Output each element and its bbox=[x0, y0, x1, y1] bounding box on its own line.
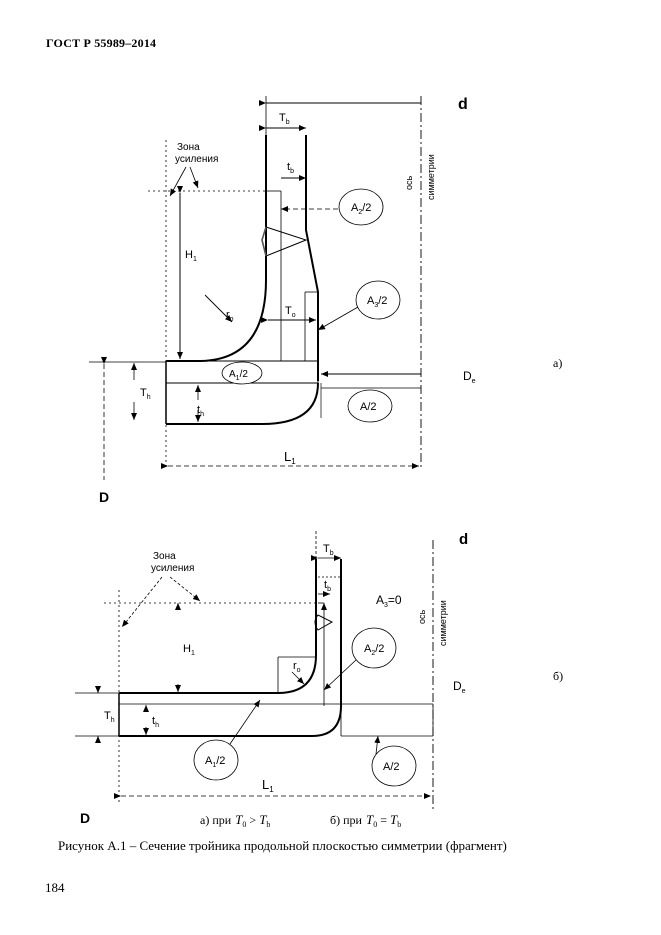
fig-a-Th-label: Th bbox=[140, 387, 151, 401]
fig-b-r0-label: ro bbox=[293, 660, 301, 674]
page-number: 184 bbox=[45, 880, 65, 895]
fig-b-A3-eq-label: A3=0 bbox=[376, 593, 402, 609]
fig-b-th-label: th bbox=[152, 715, 159, 729]
figure-a: d Tb Зона усиления tb ось симметрии bbox=[89, 96, 562, 505]
fig-a-th-label: th bbox=[197, 404, 204, 418]
fig-a-De-label: De bbox=[463, 369, 476, 385]
fig-a-A3-label: A3/2 bbox=[367, 295, 387, 309]
fig-b-Th-label: Th bbox=[104, 710, 115, 724]
fig-a-A-half-label: A/2 bbox=[360, 401, 377, 413]
fig-a-d-label: d bbox=[458, 96, 468, 113]
fig-a-H1-label: H1 bbox=[185, 249, 197, 263]
fig-a-axis-label-2: симметрии bbox=[426, 154, 436, 200]
fig-b-zone-label-2: усиления bbox=[151, 563, 194, 574]
fig-b-d-label: d bbox=[459, 531, 468, 548]
fig-b-axis-label-1: ось bbox=[417, 609, 427, 624]
fig-a-tb-label: tb bbox=[287, 161, 294, 175]
fig-b-axis-label-2: симметрии bbox=[438, 600, 448, 646]
fig-a-D-label: D bbox=[99, 489, 109, 505]
fig-a-A2-label: A2/2 bbox=[351, 202, 371, 216]
fig-b-H1-label: H1 bbox=[183, 643, 195, 657]
fig-b-L1-label: L1 bbox=[262, 777, 274, 794]
fig-a-axis-label-1: ось bbox=[404, 175, 414, 190]
figure-caption: Рисунок А.1 – Сечение тройника продольно… bbox=[58, 838, 507, 853]
fig-b-D-label: D bbox=[80, 810, 90, 826]
fig-a-r0-label: ro bbox=[226, 309, 234, 323]
fig-b-zone-label-1: Зона bbox=[153, 551, 176, 562]
fig-b-Tb-label: Tb bbox=[323, 543, 334, 557]
fig-a-A1-label: A1/2 bbox=[229, 369, 248, 382]
fig-a-L1-label: L1 bbox=[284, 449, 296, 466]
fig-a-zone-label-1: Зона bbox=[177, 142, 200, 153]
fig-b-A-half-label: A/2 bbox=[383, 761, 400, 773]
fig-b-label: б) bbox=[553, 669, 563, 683]
fig-a-label: а) bbox=[553, 356, 562, 370]
fig-b-A1-label: A1/2 bbox=[205, 755, 225, 769]
fig-b-A2-label: A2/2 bbox=[364, 643, 384, 657]
fig-a-Tb-label: Tb bbox=[279, 112, 290, 126]
fig-a-zone-label-2: усиления bbox=[175, 154, 218, 165]
fig-b-De-label: De bbox=[453, 679, 466, 695]
fig-a-To-label: To bbox=[285, 305, 296, 319]
fig-b-tb-label: tb bbox=[324, 579, 331, 593]
document-header: ГОСТ Р 55989–2014 bbox=[46, 36, 157, 50]
figure-b: d Tb tb Зона усиления A3=0 ось симметрии bbox=[75, 531, 563, 826]
